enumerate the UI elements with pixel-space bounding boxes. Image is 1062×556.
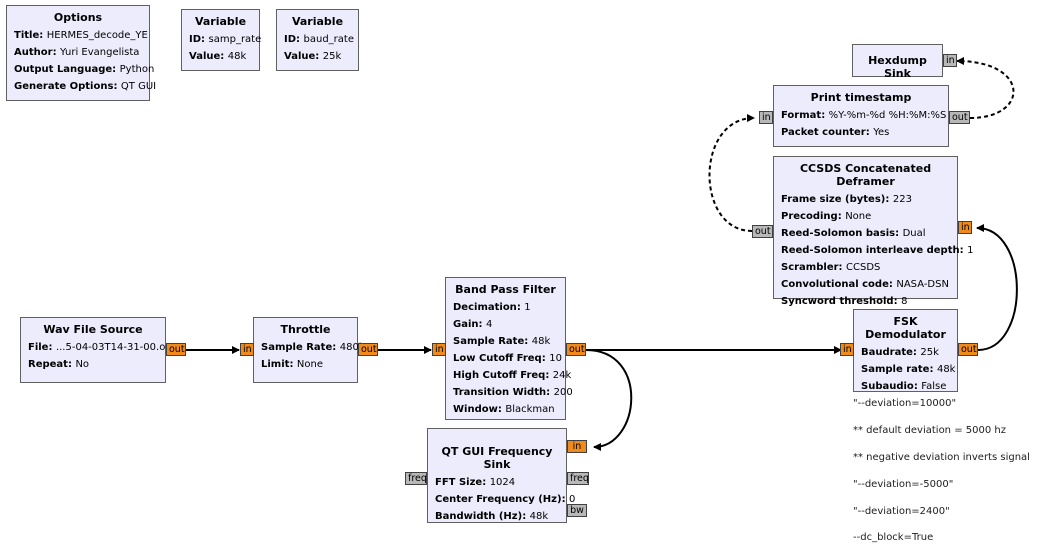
wire-fsk-ccsds xyxy=(976,224,1018,351)
param-row: Packet counter: Yes xyxy=(781,127,890,138)
bandpass-out-port[interactable]: out xyxy=(566,343,586,356)
param-row: Reed-Solomon basis: Dual xyxy=(781,228,926,239)
wav-file-source-block[interactable]: Wav File Source File: ...5-04-03T14-31-0… xyxy=(20,317,179,383)
param-row: Scrambler: CCSDS xyxy=(781,262,881,273)
param-row: Baudrate: 25k xyxy=(861,347,939,358)
block-title: Variable xyxy=(194,15,247,28)
param-row: Repeat: No xyxy=(28,359,90,370)
wire-bandpass-freqsink xyxy=(585,349,633,451)
wire-ccsds-print xyxy=(708,114,755,232)
param-row: Reed-Solomon interleave depth: 1 xyxy=(781,245,974,256)
freqsink-bw-port[interactable]: bw xyxy=(567,504,587,517)
hexdump-sink-block[interactable]: Hexdump Sink xyxy=(852,44,943,80)
fsk-demodulator-block[interactable]: FSK Demodulator Baudrate: 25k Sample rat… xyxy=(853,309,958,392)
param-row: High Cutoff Freq: 24k xyxy=(453,370,572,381)
throttle-block[interactable]: Throttle Sample Rate: 480k Limit: None xyxy=(253,317,365,383)
param-row: Window: Blackman xyxy=(453,404,555,415)
param-row: Subaudio: False xyxy=(861,381,947,392)
param-row: Value: 48k xyxy=(189,51,247,62)
param-row: Decimation: 1 xyxy=(453,302,531,313)
block-title: FSK Demodulator xyxy=(865,315,946,341)
param-row: Gain: 4 xyxy=(453,319,493,330)
qt-gui-frequency-sink-block[interactable]: QT GUI Frequency Sink FFT Size: 1024 Cen… xyxy=(427,428,576,523)
block-title: CCSDS Concatenated Deframer xyxy=(799,162,932,188)
block-title: Print timestamp xyxy=(810,91,912,104)
param-row: File: ...5-04-03T14-31-00.ogg xyxy=(28,342,179,353)
param-row: Sample rate: 48k xyxy=(861,364,956,375)
block-title: Throttle xyxy=(280,323,331,336)
throttle-out-port[interactable]: out xyxy=(358,343,378,356)
param-row: Limit: None xyxy=(261,359,324,370)
bandpass-in-port[interactable]: in xyxy=(432,343,446,356)
freqsink-freq-in-port[interactable]: freq xyxy=(405,472,427,485)
fsk-in-port[interactable]: in xyxy=(840,343,854,356)
param-row: Convolutional code: NASA-DSN xyxy=(781,279,949,290)
fsk-out-port[interactable]: out xyxy=(958,343,978,356)
param-row: Center Frequency (Hz): 0 xyxy=(435,494,576,505)
wire-print-hexdump xyxy=(956,57,1015,119)
throttle-in-port[interactable]: in xyxy=(240,343,254,356)
param-row: Transition Width: 200 xyxy=(453,387,573,398)
param-row: ID: samp_rate xyxy=(189,34,262,45)
param-row: Output Language: Python xyxy=(14,64,155,75)
freqsink-in-port[interactable]: in xyxy=(567,440,587,453)
param-row: Author: Yuri Evangelista xyxy=(14,47,140,58)
wav-out-port[interactable]: out xyxy=(166,343,186,356)
param-row: FFT Size: 1024 xyxy=(435,477,516,488)
block-title: Variable xyxy=(291,15,344,28)
param-row: Title: HERMES_decode_YE xyxy=(14,30,148,41)
comment-text: ** default deviation = 5000 hz xyxy=(853,425,1006,436)
hexdump-in-port[interactable]: in xyxy=(943,54,957,67)
block-title: Hexdump Sink xyxy=(868,54,927,80)
param-row: Generate Options: QT GUI xyxy=(14,81,157,92)
param-row: Low Cutoff Freq: 10 xyxy=(453,353,562,364)
ccsds-deframer-block[interactable]: CCSDS Concatenated Deframer Frame size (… xyxy=(773,156,974,307)
ccsds-out-port[interactable]: out xyxy=(752,225,773,238)
param-row: ID: baud_rate xyxy=(284,34,354,45)
print-in-port[interactable]: in xyxy=(759,111,773,124)
comment-text: "--deviation=2400" xyxy=(853,506,950,517)
ccsds-in-port[interactable]: in xyxy=(958,221,972,234)
param-row: Bandwidth (Hz): 48k xyxy=(435,511,549,522)
param-row: Value: 25k xyxy=(284,51,342,62)
comment-text: "--deviation=-5000" xyxy=(853,479,954,490)
param-row: Frame size (bytes): 223 xyxy=(781,194,912,205)
comment-text: --dc_block=True xyxy=(853,532,934,543)
param-row: Sample Rate: 480k xyxy=(261,342,365,353)
block-title: Wav File Source xyxy=(43,323,143,336)
param-row: Sample Rate: 48k xyxy=(453,336,551,347)
print-out-port[interactable]: out xyxy=(949,111,970,124)
comment-text: "--deviation=10000" xyxy=(853,398,957,409)
comment-text: ** negative deviation inverts signal xyxy=(853,452,1030,463)
block-title: Band Pass Filter xyxy=(455,283,556,296)
variable-samp-rate-block[interactable]: Variable ID: samp_rate Value: 48k xyxy=(181,9,262,71)
print-timestamp-block[interactable]: Print timestamp Format: %Y-%m-%d %H:%M:%… xyxy=(773,85,949,147)
options-block[interactable]: Options Title: HERMES_decode_YE Author: … xyxy=(6,5,157,101)
band-pass-filter-block[interactable]: Band Pass Filter Decimation: 1 Gain: 4 S… xyxy=(445,277,573,420)
param-row: Precoding: None xyxy=(781,211,872,222)
variable-baud-rate-block[interactable]: Variable ID: baud_rate Value: 25k xyxy=(276,9,359,71)
param-row: Syncword threshold: 8 xyxy=(781,296,908,307)
block-title: Options xyxy=(53,11,103,24)
freqsink-freq-out-port[interactable]: freq xyxy=(567,472,589,485)
param-row: Format: %Y-%m-%d %H:%M:%S xyxy=(781,110,947,121)
block-title: QT GUI Frequency Sink xyxy=(441,445,553,471)
